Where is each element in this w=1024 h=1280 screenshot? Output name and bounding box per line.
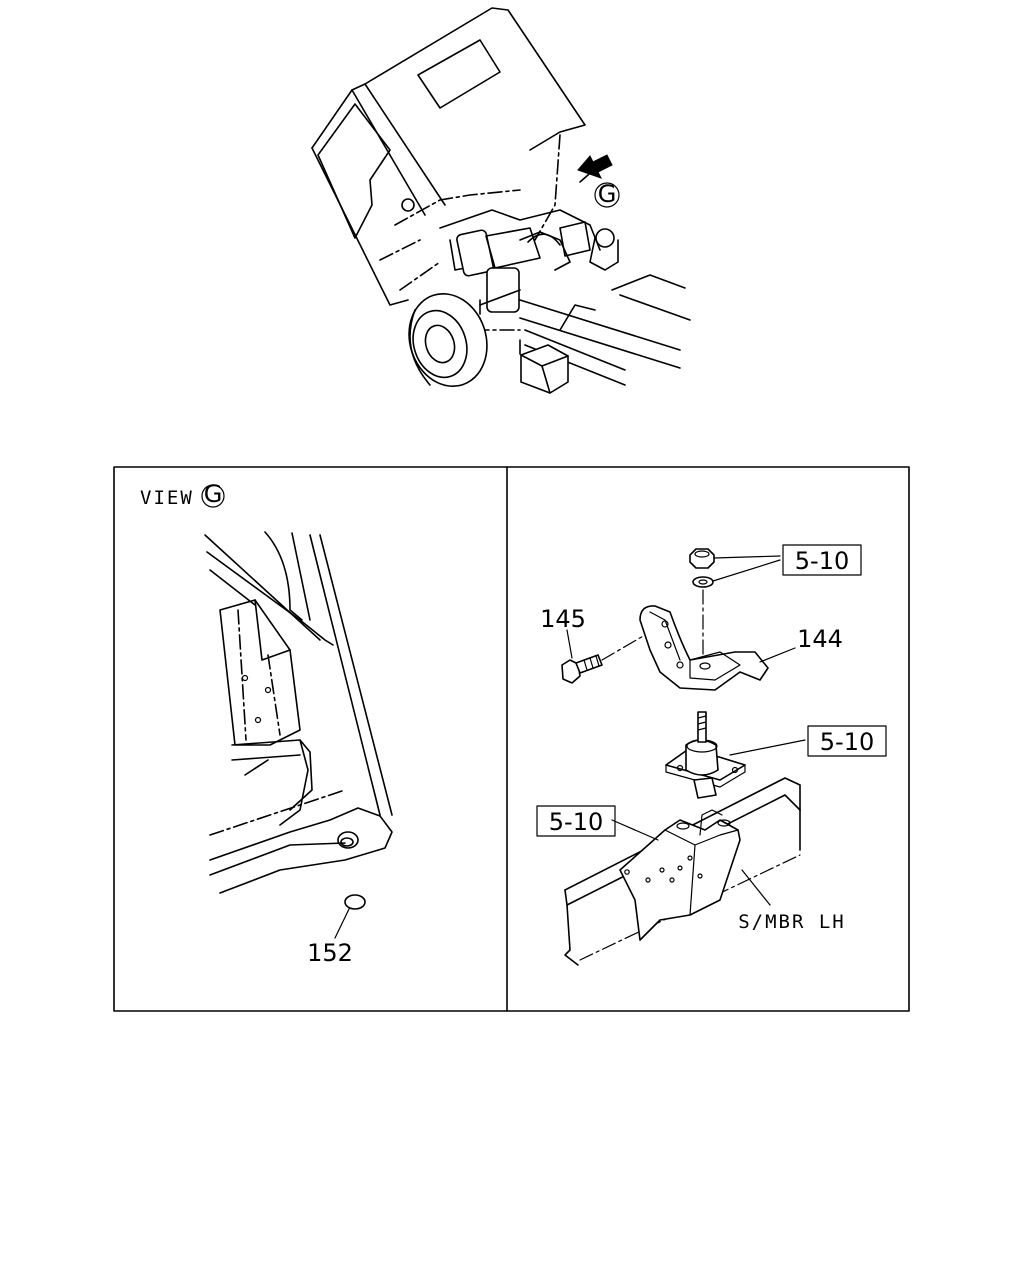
truck-overview-illustration: G (311, 7, 691, 394)
ref-box-bottom (536, 805, 616, 837)
frame-bracket-part (619, 809, 741, 941)
detail-frame (113, 466, 910, 1012)
bolt-145-part (561, 654, 603, 684)
part-152-label: 152 (307, 939, 353, 967)
ref-label-mid: 5-10 (820, 728, 874, 756)
part-145-label: 145 (540, 605, 586, 633)
view-label: VIEW (140, 487, 194, 509)
washer-part (692, 576, 714, 588)
ref-box-mid (807, 725, 887, 757)
bracket-144-part (639, 605, 769, 691)
view-label-letter: G (204, 480, 223, 508)
view-marker-letter: G (598, 180, 617, 208)
ref-label-top: 5-10 (795, 547, 849, 575)
ref-box-top (782, 544, 862, 576)
mount-assembly-panel: 5-10 144 145 (536, 544, 887, 966)
nut-part (689, 548, 715, 569)
frame-label: S/MBR LH (738, 911, 846, 933)
mount-insulator-part (665, 711, 746, 799)
view-g-panel: VIEW G 152 (140, 480, 393, 967)
part-144-label: 144 (797, 625, 843, 653)
ref-label-bottom: 5-10 (549, 808, 603, 836)
